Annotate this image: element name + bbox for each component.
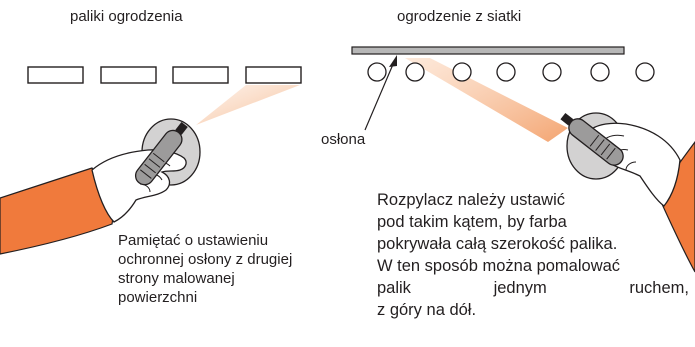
mesh-post — [635, 62, 655, 82]
mesh-post — [452, 62, 472, 82]
note-left-line: powierzchni — [118, 289, 198, 306]
fence-board — [100, 66, 157, 84]
note-left-line: strony malowanej — [118, 270, 235, 287]
note-right-word: palik — [377, 279, 411, 297]
left-title: paliki ogrodzenia — [70, 8, 183, 25]
mesh-post — [367, 62, 387, 82]
mesh-post — [405, 62, 425, 82]
note-left-line: ochronnej osłony z drugiej — [118, 251, 293, 268]
note-right-line: z góry na dół. — [377, 301, 477, 319]
note-right-line: pod takim kątem, by farba — [377, 213, 567, 231]
mesh-post — [542, 62, 562, 82]
spray-gun-left — [134, 122, 188, 186]
note-right: Rozpylacz należy ustawić pod takim kątem… — [377, 189, 689, 321]
fence-board — [245, 66, 302, 84]
shield-pointer-line — [364, 61, 395, 131]
note-left-line: Pamiętać o ustawieniu — [118, 232, 269, 249]
note-right-word: ruchem, — [629, 279, 689, 297]
note-right-line: pokrywała całą szerokość palika. — [377, 235, 618, 253]
hand-left — [91, 149, 187, 223]
mesh-post — [590, 62, 610, 82]
mesh-rail — [351, 46, 625, 55]
note-right-line: Rozpylacz należy ustawić — [377, 191, 565, 209]
fence-board — [27, 66, 84, 84]
note-left: Pamiętać o ustawieniu ochronnej osłony z… — [118, 231, 348, 307]
fence-boards — [27, 66, 302, 84]
note-right-line-justified: palik jednym ruchem, — [377, 277, 689, 299]
mesh-post — [496, 62, 516, 82]
spray-gun-right — [560, 112, 624, 166]
fence-board — [172, 66, 229, 84]
note-right-line: W ten sposób można pomalować — [377, 257, 621, 275]
shield-label: osłona — [321, 131, 366, 148]
spray-cone-left — [196, 85, 300, 125]
arm-sleeve-left — [0, 167, 117, 255]
mesh-posts — [367, 62, 655, 82]
spray-cone-right — [405, 58, 568, 142]
note-right-word: jednym — [493, 279, 547, 297]
shield-pointer-arrow — [389, 55, 397, 67]
right-title: ogrodzenie z siatki — [397, 8, 522, 25]
